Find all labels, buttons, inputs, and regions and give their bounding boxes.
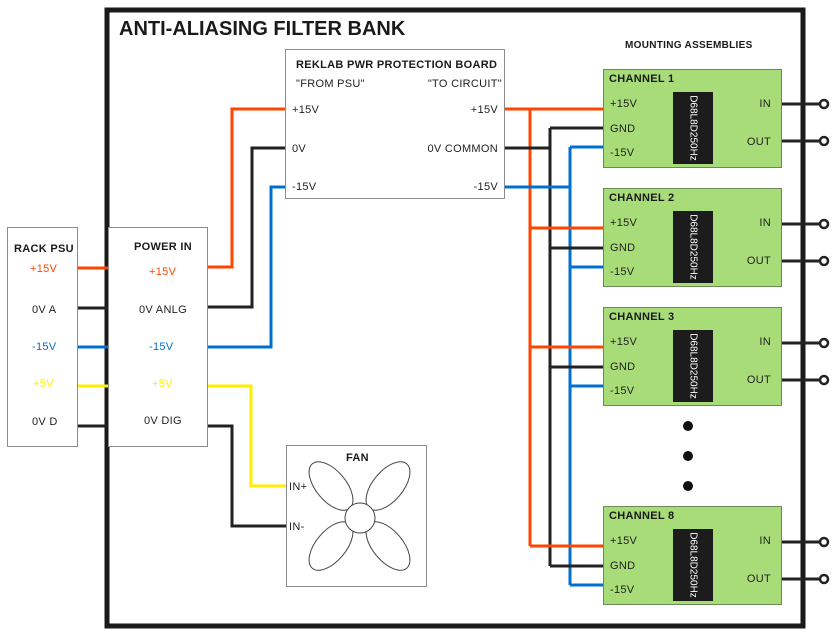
ch8-in-terminal[interactable] [818,536,830,548]
channel-pin-gnd: GND [610,123,636,135]
channel-2-module[interactable]: CHANNEL 2 +15V GND -15V D68L8D250Hz IN O… [603,188,782,287]
protection-board-in-neg15: -15V [292,181,317,193]
protection-board-out-pos15: +15V [470,104,498,116]
protection-board-in-pos15: +15V [292,104,320,116]
channel-pin-pos15: +15V [610,336,638,348]
chip-part-number: D68L8D250Hz [687,333,699,399]
power-in-box[interactable]: POWER IN +15V 0V ANLG -15V +5V 0V DIG [108,227,208,447]
rack-psu-pin-pos5: +5V [33,378,54,390]
mounting-assemblies-title: MOUNTING ASSEMBLIES [625,40,753,51]
channel-out-label: OUT [746,374,771,386]
channel-name: CHANNEL 2 [609,192,675,204]
protection-board-from-label: "FROM PSU" [296,78,365,90]
ch2-in-terminal[interactable] [818,218,830,230]
channel-pin-neg15: -15V [610,385,635,397]
rack-psu-pin-pos15: +15V [30,263,58,275]
channel-power-buses [504,107,604,587]
power-in-pin-pos15: +15V [149,266,177,278]
protection-board-box[interactable]: REKLAB PWR PROTECTION BOARD "FROM PSU" "… [285,49,505,199]
power-in-title: POWER IN [134,241,193,253]
power-in-pin-pos5: +5V [152,378,173,390]
chip-part-number: D68L8D250Hz [687,532,699,598]
diagram-title: ANTI-ALIASING FILTER BANK [119,18,406,40]
channel-in-label: IN [759,217,771,229]
ellipsis-dot-icon [683,481,693,491]
power-in-pin-neg15: -15V [149,341,174,353]
channel-pin-neg15: -15V [610,147,635,159]
ch1-out-terminal[interactable] [818,135,830,147]
rack-psu-box[interactable]: RACK PSU +15V 0V A -15V +5V 0V D [7,227,78,447]
channel-pin-gnd: GND [610,560,636,572]
channel-pin-pos15: +15V [610,535,638,547]
rack-psu-title: RACK PSU [14,243,74,255]
chip-part-number: D68L8D250Hz [687,214,699,280]
channel-in-label: IN [759,98,771,110]
power-in-to-protection-wires [207,107,286,349]
channel-1-module[interactable]: CHANNEL 1 +15V GND -15V D68L8D250Hz IN O… [603,69,782,168]
wire-pos5-to-fan [207,384,286,488]
channel-pin-gnd: GND [610,242,636,254]
enclosure-frame [104,7,806,629]
channel-name: CHANNEL 3 [609,311,675,323]
channel-8-module[interactable]: CHANNEL 8 +15V GND -15V D68L8D250Hz IN O… [603,506,782,605]
wire-neg15-to-board [207,185,286,349]
protection-board-title: REKLAB PWR PROTECTION BOARD [296,59,498,71]
ellipsis-dot-icon [683,451,693,461]
wire-0v-to-board [207,146,286,309]
ellipsis-dot-icon [683,421,693,431]
fan-hub-icon [344,502,376,534]
channel-out-label: OUT [746,136,771,148]
wire-0vdig-to-fan [207,424,286,528]
channel-pin-pos15: +15V [610,217,638,229]
rack-psu-pin-0vd: 0V D [32,416,58,428]
channel-out-label: OUT [746,255,771,267]
fan-title: FAN [346,452,369,464]
protection-board-to-label: "TO CIRCUIT" [427,78,502,90]
chip-part-number: D68L8D250Hz [687,95,699,161]
channel-out-label: OUT [746,573,771,585]
channel-name: CHANNEL 8 [609,510,675,522]
protection-board-in-0v: 0V [292,143,307,155]
channel-pin-neg15: -15V [610,584,635,596]
protection-board-out-neg15: -15V [473,181,498,193]
channel-pin-gnd: GND [610,361,636,373]
channel-pin-neg15: -15V [610,266,635,278]
channel-pin-pos15: +15V [610,98,638,110]
ch3-out-terminal[interactable] [818,374,830,386]
channel-in-label: IN [759,336,771,348]
fan-pin-in-pos: IN+ [289,481,308,493]
psu-to-power-in-wires [77,266,108,428]
channel-io-terminals [782,98,830,585]
power-in-to-fan-wires [207,384,286,528]
channel-in-label: IN [759,535,771,547]
fan-box[interactable]: FAN IN+ IN- [286,445,427,587]
ch8-out-terminal[interactable] [818,573,830,585]
fan-pin-in-neg: IN- [289,521,305,533]
power-in-pin-0v-dig: 0V DIG [144,415,182,427]
ch1-in-terminal[interactable] [818,98,830,110]
protection-board-out-0v-common: 0V COMMON [427,143,498,155]
rack-psu-pin-neg15: -15V [32,341,57,353]
filter-chip: D68L8D250Hz [673,211,713,283]
ch3-in-terminal[interactable] [818,337,830,349]
filter-chip: D68L8D250Hz [673,529,713,601]
wire-pos15-to-board [207,107,286,269]
filter-chip: D68L8D250Hz [673,92,713,164]
channel-3-module[interactable]: CHANNEL 3 +15V GND -15V D68L8D250Hz IN O… [603,307,782,406]
channel-name: CHANNEL 1 [609,73,675,85]
filter-chip: D68L8D250Hz [673,330,713,402]
ch2-out-terminal[interactable] [818,255,830,267]
power-in-pin-0v-anlg: 0V ANLG [139,304,187,316]
rack-psu-pin-0va: 0V A [32,304,57,316]
fan-icon [308,461,411,571]
